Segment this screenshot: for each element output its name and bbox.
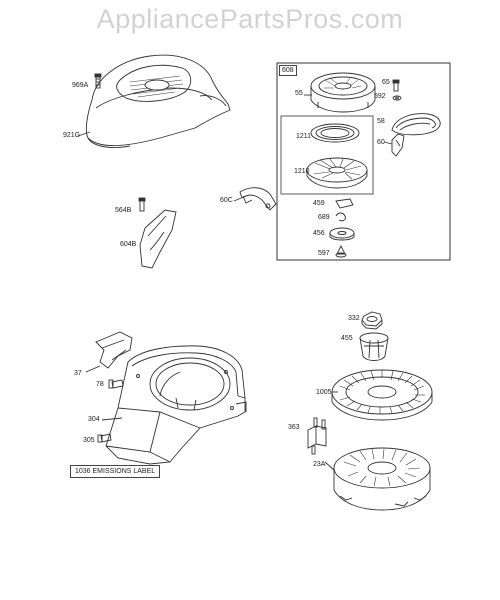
screw-78 (108, 379, 124, 389)
callout-608: 608 (279, 65, 297, 76)
blower-housing-cover (85, 54, 231, 149)
retainer-456 (329, 227, 355, 241)
callout-58: 58 (377, 118, 385, 125)
blower-housing-304 (105, 345, 247, 465)
screw-969A (94, 73, 102, 89)
starter-cup-455 (359, 332, 389, 361)
callout-1210: 1210 (294, 168, 310, 175)
flywheel-fan-1005 (331, 369, 433, 421)
starter-handle-60 (391, 133, 405, 157)
callout-23A: 23A (313, 461, 326, 468)
callout-363: 363 (288, 424, 300, 431)
callout-37: 37 (74, 370, 82, 377)
pawl-459 (335, 198, 354, 209)
starter-pulley-1210 (306, 157, 368, 189)
callout-1211: 1211 (296, 133, 312, 140)
watermark-text: AppliancePartsPros.com (96, 4, 404, 34)
callout-459: 459 (313, 200, 325, 207)
screw-564B (138, 197, 146, 212)
callout-60C: 60C (220, 197, 233, 204)
screw-305 (97, 433, 112, 443)
flywheel-nut-332 (361, 311, 383, 330)
flywheel-23A (333, 447, 431, 511)
callout-304: 304 (88, 416, 100, 423)
screw-597 (335, 244, 347, 258)
air-guide-37 (95, 331, 133, 369)
callout-1005: 1005 (316, 389, 332, 396)
callout-604B: 604B (120, 241, 137, 248)
callout-78: 78 (96, 381, 104, 388)
callout-689: 689 (318, 214, 330, 221)
recoil-spring-1211 (310, 123, 360, 143)
callout-456: 456 (313, 230, 325, 237)
part-60C (239, 187, 277, 211)
starter-assembly-frame (276, 62, 451, 261)
callout-455: 455 (341, 335, 353, 342)
starter-rope-58 (391, 113, 441, 136)
callout-60: 60 (377, 139, 385, 146)
bracket-363 (307, 417, 327, 455)
callout-55: 55 (295, 90, 303, 97)
spring-689 (335, 212, 346, 222)
callout-305: 305 (83, 437, 95, 444)
callout-592: 592 (374, 93, 386, 100)
callout-65: 65 (382, 79, 390, 86)
washer-592 (392, 95, 402, 101)
callout-564B: 564B (115, 207, 132, 214)
pulley-subassembly-frame (280, 115, 374, 195)
starter-housing-55 (310, 72, 376, 113)
callout-921G: 921G (63, 132, 81, 139)
baffle-604B (139, 209, 177, 269)
callout-597: 597 (318, 250, 330, 257)
callout-969A: 969A (72, 82, 89, 89)
screw-65 (392, 79, 400, 92)
callout-1036-emissions-label: 1036 EMISSIONS LABEL (70, 465, 161, 478)
callout-332: 332 (348, 315, 360, 322)
